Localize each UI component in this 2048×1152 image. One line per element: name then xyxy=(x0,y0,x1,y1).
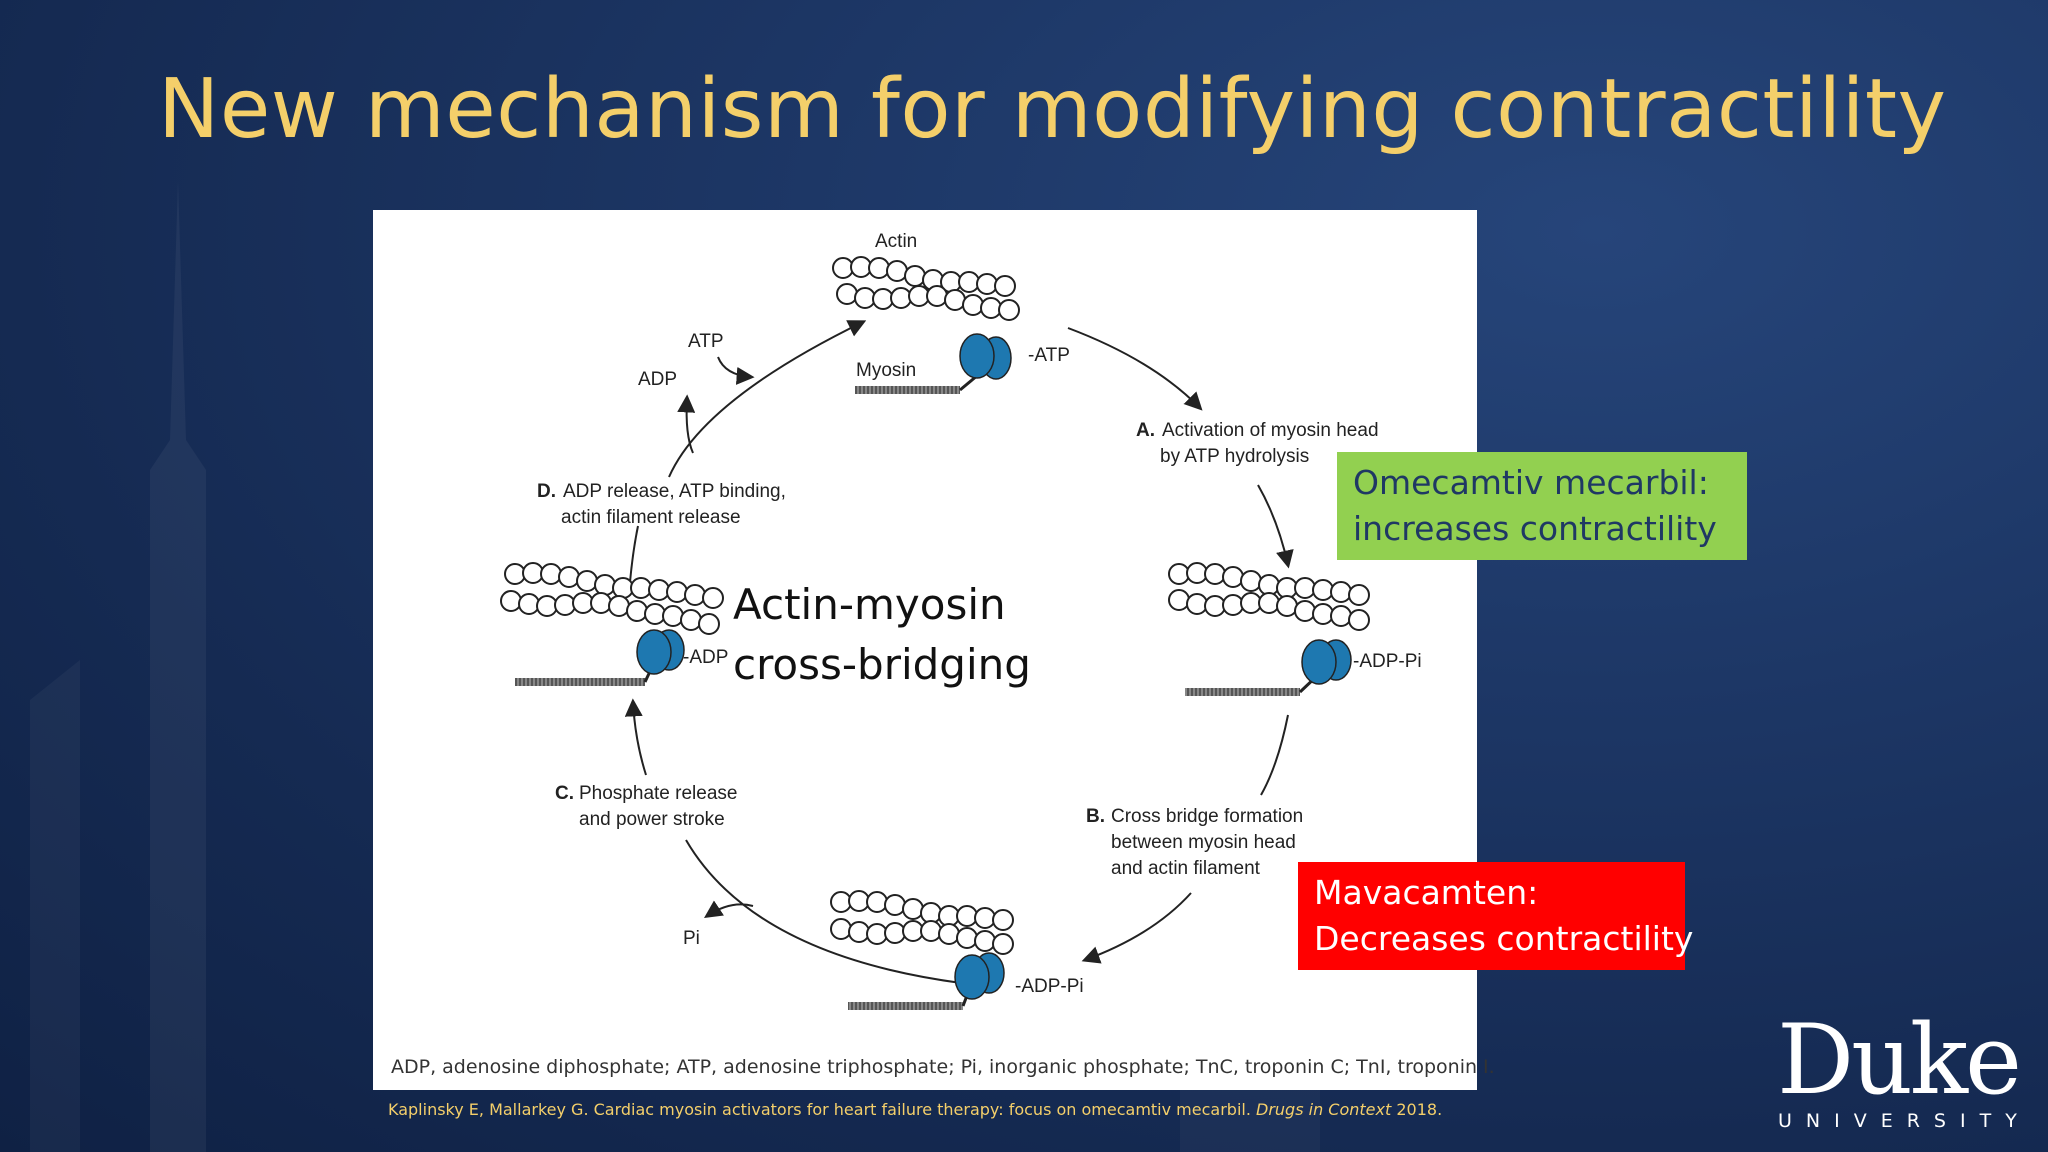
omecamtiv-callout-line1: Omecamtiv mecarbil: xyxy=(1353,463,1709,502)
arrow-bottom-to-c xyxy=(685,839,962,984)
label-atp-in: ATP xyxy=(688,331,724,352)
citation-year: 2018. xyxy=(1396,1100,1443,1119)
step-b-line3: and actin filament xyxy=(1111,858,1261,879)
citation: Kaplinsky E, Mallarkey G. Cardiac myosin… xyxy=(388,1100,1442,1119)
step-a-line2: by ATP hydrolysis xyxy=(1160,446,1309,467)
slide-title: New mechanism for modifying contractilit… xyxy=(158,62,1947,157)
step-b-line1: Cross bridge formation xyxy=(1111,806,1303,827)
duke-logo: Duke UNIVERSITY xyxy=(1774,1010,2022,1135)
myosin-bottom xyxy=(848,952,1005,1010)
step-d-line1: ADP release, ATP binding, xyxy=(563,481,786,502)
mavacamten-callout-line1: Mavacamten: xyxy=(1314,873,1539,912)
label-top-atp: -ATP xyxy=(1028,345,1070,366)
arrow-d-to-top xyxy=(668,320,867,478)
arrow-b-to-bottom xyxy=(1081,892,1192,964)
step-c-line1: Phosphate release xyxy=(579,783,737,804)
center-label-line1: Actin-myosin xyxy=(733,580,1006,629)
arrow-pi-out xyxy=(704,900,754,918)
step-b-line2: between myosin head xyxy=(1111,832,1296,853)
label-myosin: Myosin xyxy=(856,360,916,381)
arrow-right-to-b xyxy=(1260,714,1289,796)
mavacamten-callout: Mavacamten: Decreases contractility xyxy=(1298,862,1694,970)
label-left-adp: -ADP xyxy=(683,647,728,668)
step-c-letter: C. xyxy=(555,783,574,804)
omecamtiv-callout: Omecamtiv mecarbil: increases contractil… xyxy=(1337,452,1747,560)
cycle-arrows xyxy=(624,320,1294,984)
duke-logo-subtitle: UNIVERSITY xyxy=(1778,1110,2031,1132)
citation-text: Kaplinsky E, Mallarkey G. Cardiac myosin… xyxy=(388,1100,1251,1119)
actin-filament-right xyxy=(1168,562,1370,631)
arrow-c-to-left xyxy=(624,698,647,776)
myosin-top xyxy=(855,333,1012,394)
label-adp-out: ADP xyxy=(638,369,677,390)
step-c-line2: and power stroke xyxy=(579,809,725,830)
actin-filament-bottom xyxy=(830,890,1014,955)
step-b-letter: B. xyxy=(1086,806,1105,827)
duke-logo-wordmark: Duke xyxy=(1777,1004,2022,1116)
myosin-right xyxy=(1185,639,1352,696)
figure-caption: ADP, adenosine diphosphate; ATP, adenosi… xyxy=(391,1056,1495,1078)
actin-filament-top xyxy=(832,256,1020,321)
step-a-letter: A. xyxy=(1136,420,1155,441)
center-label: Actin-myosin cross-bridging xyxy=(733,575,1031,695)
cross-bridge-cycle-figure: Actin Myosin -ATP A. Activation of myosi… xyxy=(373,210,1495,1090)
step-d-letter: D. xyxy=(537,481,556,502)
arrow-top-to-a xyxy=(1067,327,1203,411)
arrow-left-to-d xyxy=(629,525,639,583)
mavacamten-callout-line2: Decreases contractility xyxy=(1314,919,1694,958)
citation-journal: Drugs in Context xyxy=(1256,1100,1392,1119)
center-label-line2: cross-bridging xyxy=(733,640,1031,689)
arrow-a-to-right xyxy=(1257,484,1294,569)
omecamtiv-callout-line2: increases contractility xyxy=(1353,509,1717,548)
label-actin: Actin xyxy=(875,231,917,252)
arrow-atp-in xyxy=(717,356,755,385)
step-a-line1: Activation of myosin head xyxy=(1162,420,1379,441)
label-bottom-adp-pi: -ADP-Pi xyxy=(1015,976,1084,997)
step-d-line2: actin filament release xyxy=(561,507,741,528)
cycle-diagram: Actin Myosin -ATP A. Activation of myosi… xyxy=(500,231,1422,1010)
myosin-left xyxy=(515,629,685,686)
actin-filament-left xyxy=(500,562,724,635)
label-right-adp-pi: -ADP-Pi xyxy=(1353,651,1422,672)
arrow-adp-out xyxy=(677,394,696,454)
label-pi: Pi xyxy=(683,928,700,949)
